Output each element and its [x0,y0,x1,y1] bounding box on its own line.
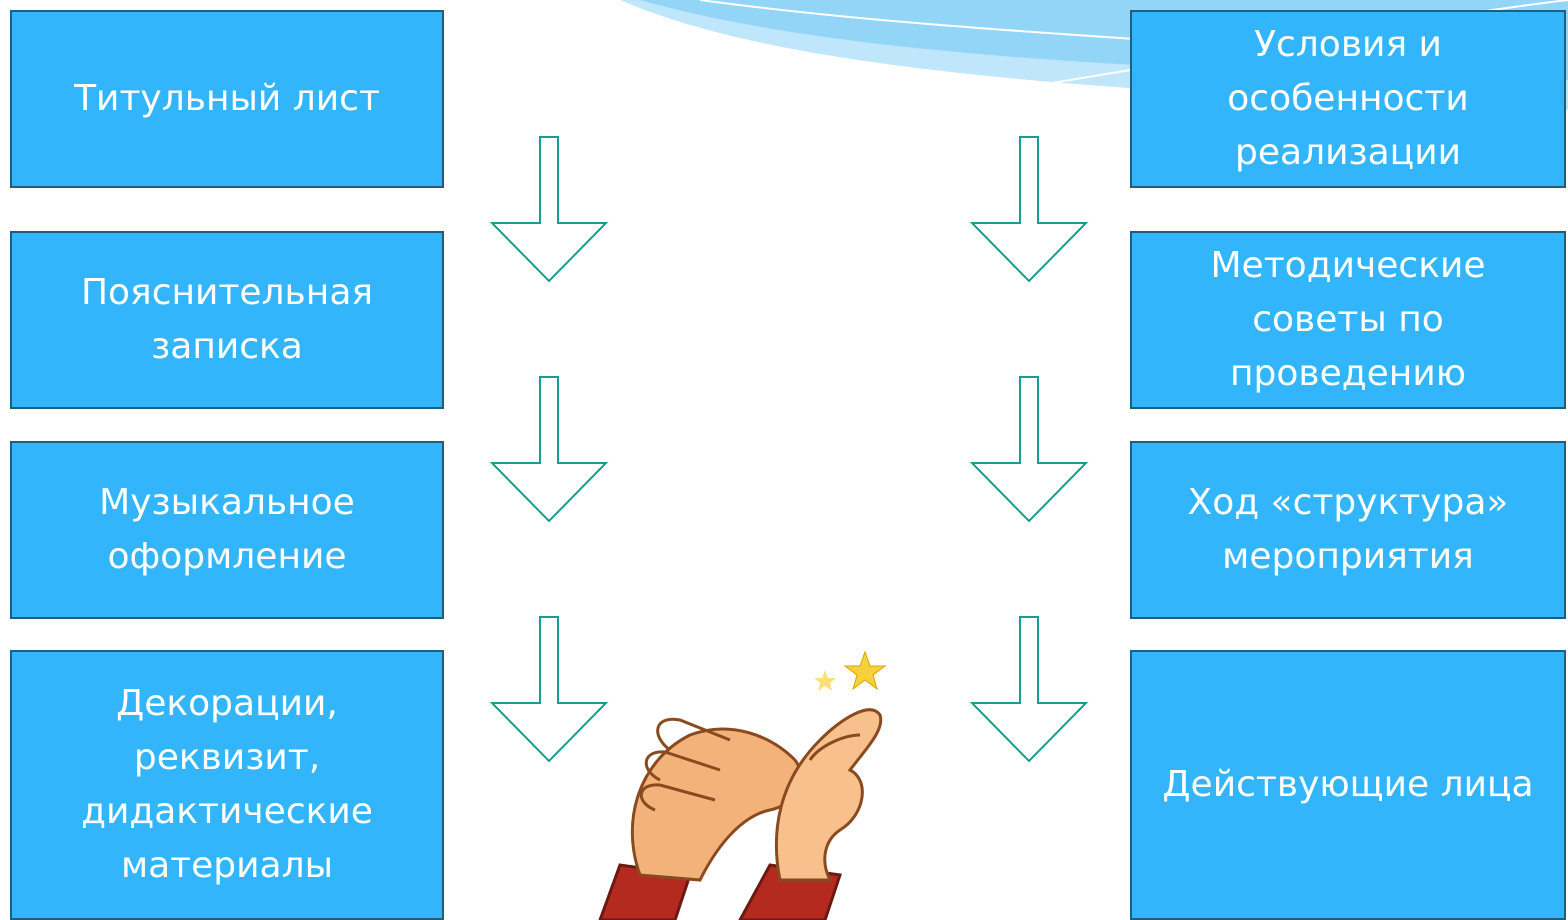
right-box-1-label: Условия и особенности реализации [1227,24,1469,173]
down-arrow-icon [969,376,1089,523]
right-box-4-label: Действующие лица [1162,764,1534,805]
right-box-1: Условия и особенности реализации [1130,10,1566,188]
down-arrow-icon [489,376,609,523]
down-arrow-icon [969,136,1089,283]
left-box-4-label: Декорации, реквизит, дидактические матер… [81,683,373,886]
left-box-4: Декорации, реквизит, дидактические матер… [10,650,444,920]
left-box-2: Пояснительная записка [10,231,444,409]
right-box-2: Методические советы по проведению [1130,231,1566,409]
right-box-3: Ход «структура» мероприятия [1130,441,1566,619]
clapping-hands-icon [598,650,887,920]
right-box-3-label: Ход «структура» мероприятия [1187,482,1509,577]
left-box-1-label: Титульный лист [74,78,380,119]
left-box-2-label: Пояснительная записка [80,272,374,367]
down-arrow-icon [489,616,609,763]
right-box-4: Действующие лица [1130,650,1566,920]
right-box-2-label: Методические советы по проведению [1210,245,1486,394]
left-box-3: Музыкальное оформление [10,441,444,619]
left-box-1: Титульный лист [10,10,444,188]
down-arrow-icon [489,136,609,283]
left-box-3-label: Музыкальное оформление [99,482,355,577]
down-arrow-icon [969,616,1089,763]
